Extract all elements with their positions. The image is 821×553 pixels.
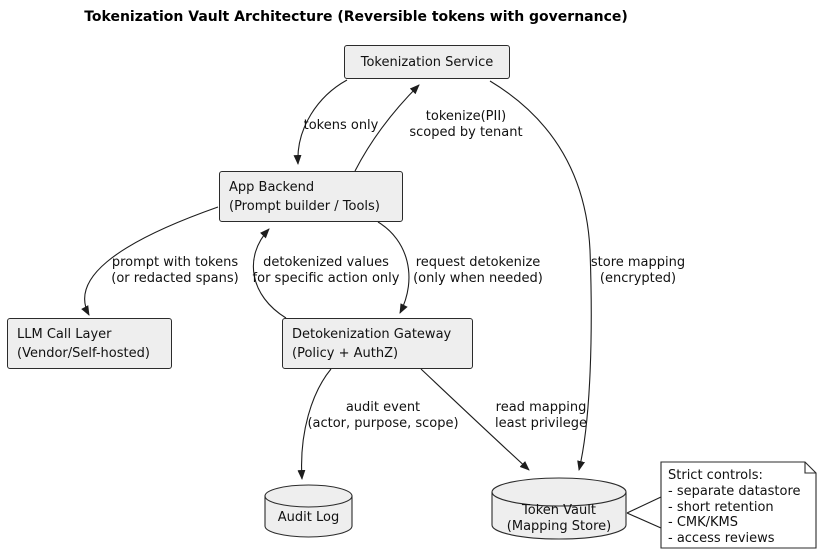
token-vault-cylinder-body [491, 477, 627, 540]
edge-detokenized-values [252, 228, 287, 319]
node-audit-log-shape [264, 484, 353, 538]
note-outline [660, 461, 817, 549]
note-fold-icon [804, 462, 816, 474]
edge-tokenize-pii [354, 84, 420, 172]
note-shape [660, 461, 817, 549]
node-detokenization-gateway-label: Detokenization Gateway [292, 326, 452, 342]
edge-store-mapping [489, 80, 592, 471]
note-strict-controls: Strict controls: - separate datastore - … [668, 468, 814, 547]
edge-label-detokenized-values: detokenized values for specific action o… [252, 255, 400, 286]
note-connector-top [626, 496, 662, 514]
note-connector-bottom [626, 512, 662, 529]
node-app-backend-label: App Backend [229, 179, 315, 195]
note-line: - access reviews [668, 531, 775, 547]
node-token-vault-shape [491, 477, 627, 540]
node-tokenization-service-label: Tokenization Service [360, 54, 494, 70]
edge-audit-event [297, 368, 332, 480]
note-line: - short retention [668, 499, 774, 515]
node-token-vault-label-line2: (Mapping Store) [506, 519, 612, 534]
node-llm-call-layer-label: LLM Call Layer [17, 326, 112, 342]
edge-label-read-mapping: read mapping least privilege [495, 400, 587, 431]
audit-log-cylinder-body [264, 484, 353, 538]
edge-label-tokens-only: tokens only [303, 118, 379, 133]
edge-read-mapping [420, 368, 530, 471]
node-audit-log-label: Audit Log [277, 510, 340, 525]
node-llm-call-layer: LLM Call Layer (Vendor/Self-hosted) [7, 318, 172, 369]
edge-request-detokenize [377, 221, 410, 314]
edge-label-request-detokenize: request detokenize (only when needed) [413, 255, 543, 286]
node-token-vault-label-line1: Token Vault [522, 503, 596, 518]
token-vault-cylinder-rim [491, 491, 627, 507]
node-app-backend-sublabel: (Prompt builder / Tools) [229, 198, 380, 214]
node-detokenization-gateway-sublabel: (Policy + AuthZ) [292, 345, 399, 361]
node-tokenization-service: Tokenization Service [344, 45, 510, 79]
edge-prompt-with-tokens [81, 206, 219, 316]
edge-label-store-mapping: store mapping (encrypted) [590, 255, 686, 286]
edge-label-audit-event: audit event (actor, purpose, scope) [307, 400, 459, 431]
note-line: Strict controls: [668, 468, 763, 483]
diagram-title: Tokenization Vault Architecture (Reversi… [84, 9, 628, 25]
edge-tokens-only [293, 79, 348, 165]
note-line: - separate datastore [668, 483, 801, 499]
audit-log-cylinder-rim [264, 495, 353, 508]
node-token-vault-label: Token Vault (Mapping Store) [492, 503, 626, 535]
node-llm-call-layer-sublabel: (Vendor/Self-hosted) [17, 345, 150, 361]
node-app-backend: App Backend (Prompt builder / Tools) [219, 171, 403, 222]
edge-label-tokenize-pii: tokenize(PII) scoped by tenant [409, 109, 523, 140]
note-line: - CMK/KMS [668, 515, 739, 531]
node-detokenization-gateway: Detokenization Gateway (Policy + AuthZ) [282, 318, 473, 369]
edge-label-prompt-with-tokens: prompt with tokens (or redacted spans) [111, 255, 239, 286]
